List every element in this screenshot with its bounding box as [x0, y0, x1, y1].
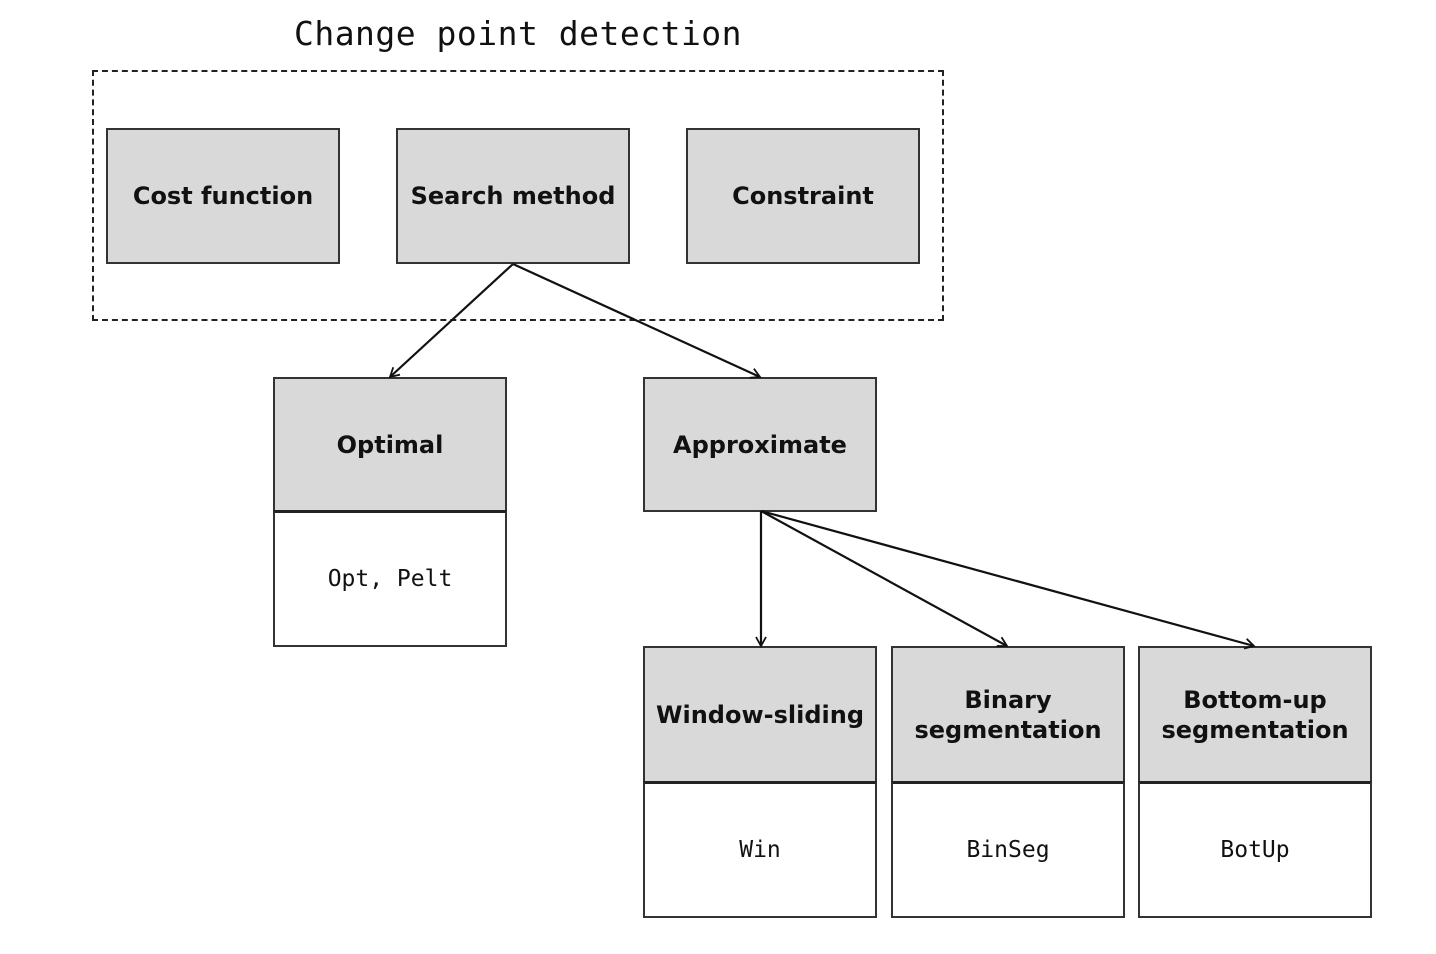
bottom-up-segmentation-code-box: BotUp	[1138, 781, 1372, 918]
optimal-methods-box: Opt, Pelt	[273, 510, 507, 647]
constraint-node: Constraint	[686, 128, 920, 264]
change-point-detection-group	[92, 70, 944, 321]
binary-segmentation-code-box: BinSeg	[891, 781, 1125, 918]
binary-segmentation-line1: Binary	[964, 685, 1052, 714]
bottom-up-segmentation-line1: Bottom-up	[1183, 685, 1327, 714]
edge-approximate-to-bottom-up-segmentation	[760, 509, 1256, 650]
diagram-title: Change point detection	[293, 14, 743, 53]
edge-approximate-to-binary-segmentation	[760, 510, 1009, 647]
window-sliding-code-box: Win	[643, 781, 877, 918]
edge-search-to-optimal	[388, 263, 514, 379]
edge-search-to-approximate	[512, 262, 762, 379]
bottom-up-segmentation-node: Bottom-up segmentation	[1138, 646, 1372, 783]
binary-segmentation-line2: segmentation	[914, 715, 1102, 744]
search-method-node: Search method	[396, 128, 630, 264]
cost-function-node: Cost function	[106, 128, 340, 264]
window-sliding-node: Window-sliding	[643, 646, 877, 783]
binary-segmentation-node: Binary segmentation	[891, 646, 1125, 783]
bottom-up-segmentation-line2: segmentation	[1161, 715, 1349, 744]
